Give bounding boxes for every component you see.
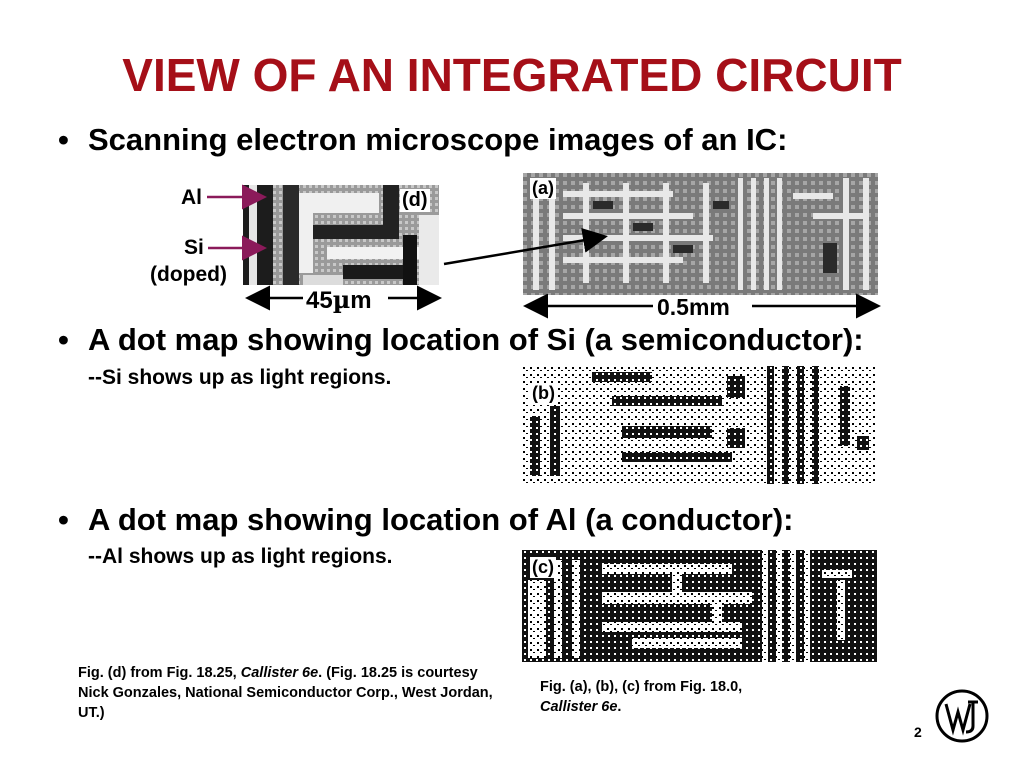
caption-left: Fig. (d) from Fig. 18.25, Callister 6e. … — [78, 665, 493, 721]
bullet-sem-images: • Scanning electron microscope images of … — [58, 122, 787, 158]
al-subtext: --Al shows up as light regions. — [88, 545, 393, 568]
bullet-text: Scanning electron microscope images of a… — [88, 122, 788, 157]
figure-b-tag: (b) — [530, 383, 557, 404]
slide-title: VIEW OF AN INTEGRATED CIRCUIT — [122, 49, 902, 101]
si-label: Si — [184, 236, 204, 259]
figure-c-image — [522, 550, 877, 662]
bullet-text: A dot map showing location of Al (a cond… — [88, 502, 794, 537]
bullet-dot: • — [58, 322, 69, 357]
si-subtext: --Si shows up as light regions. — [88, 366, 392, 389]
page-number: 2 — [914, 724, 922, 740]
bullet-si-map: • A dot map showing location of Si (a sem… — [58, 322, 864, 358]
figure-d-image — [243, 185, 439, 285]
bullet-dot: • — [58, 122, 69, 157]
figure-a-tag: (a) — [530, 178, 556, 199]
scale-0-5mm: 0.5mm — [657, 294, 730, 320]
figure-b-image — [522, 366, 876, 484]
doped-label: (doped) — [150, 263, 227, 286]
caption-right: Fig. (a), (b), (c) from Fig. 18.0,Callis… — [540, 679, 743, 715]
bullet-dot: • — [58, 502, 69, 537]
bullet-al-map: • A dot map showing location of Al (a con… — [58, 502, 794, 538]
scale-45um: 45µm — [306, 285, 372, 314]
figure-d-tag: (d) — [400, 189, 430, 212]
al-label: Al — [181, 186, 202, 209]
bullet-text: A dot map showing location of Si (a semi… — [88, 322, 864, 357]
wiley-logo-icon — [934, 688, 990, 744]
figure-c-tag: (c) — [530, 557, 556, 578]
